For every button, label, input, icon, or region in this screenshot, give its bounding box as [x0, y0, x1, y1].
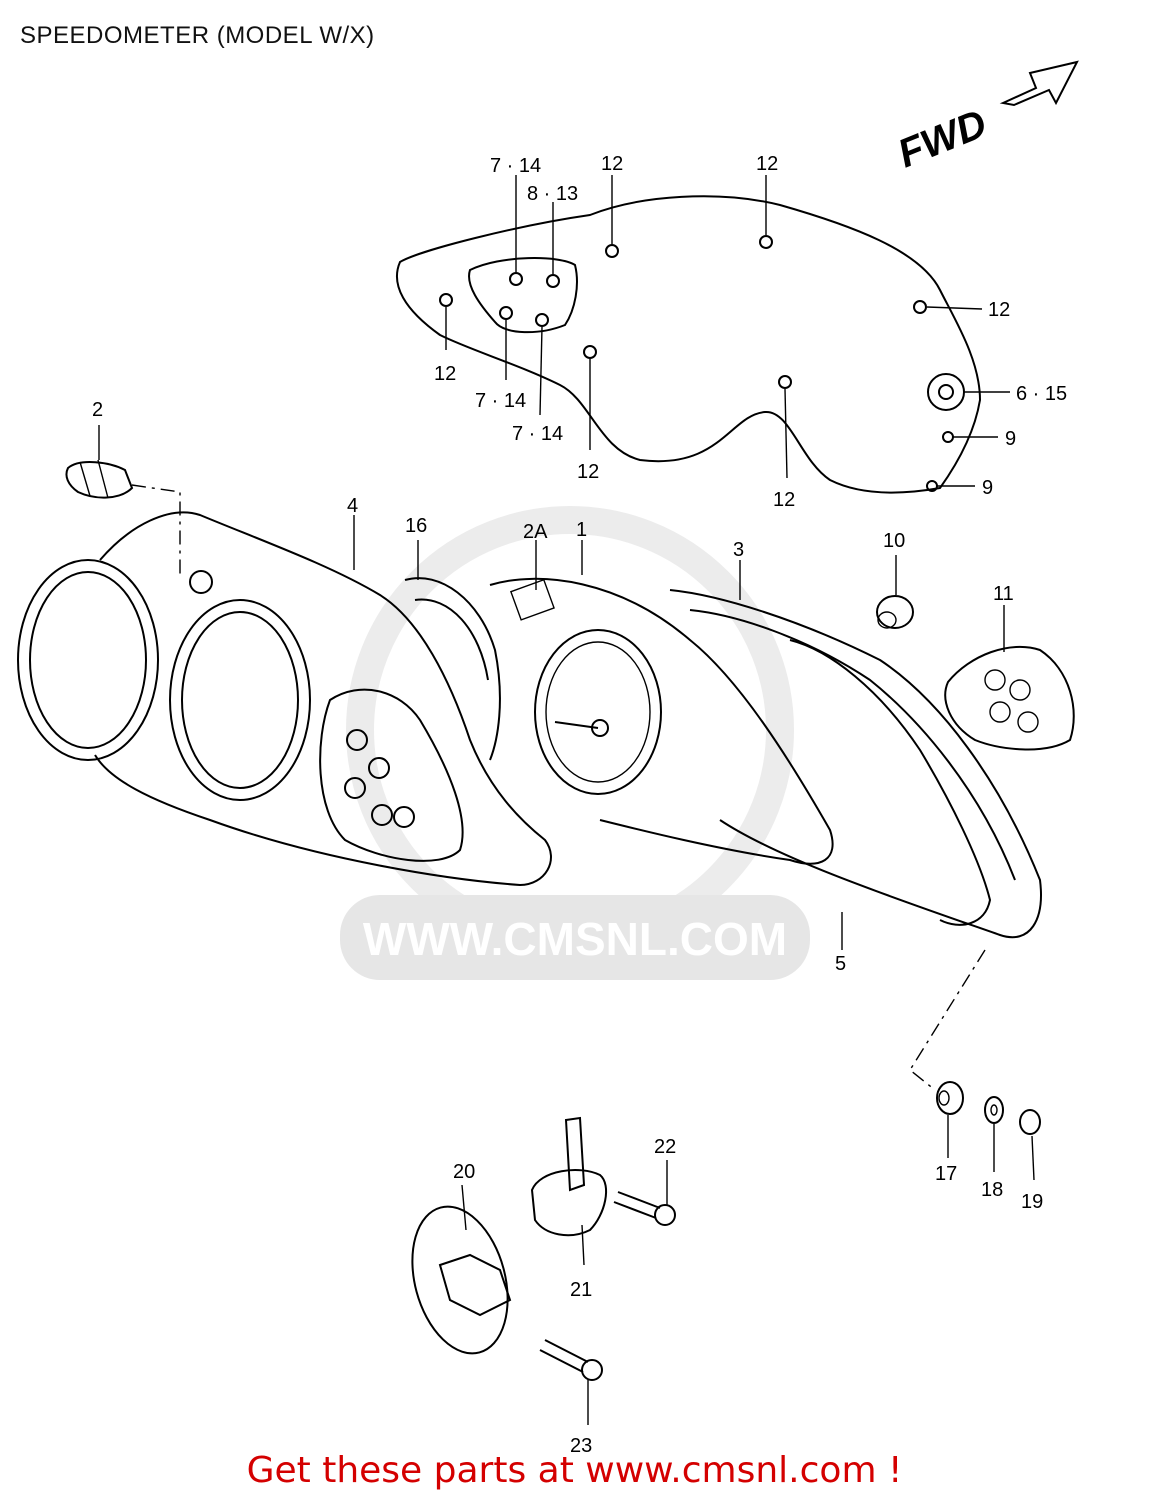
callout-19: 19: [1021, 1191, 1043, 1213]
part-10-grommet: [876, 555, 914, 629]
callout-2A: 2A: [523, 521, 548, 543]
callout-9-b: 9: [982, 477, 993, 499]
callout-10: 10: [883, 530, 905, 552]
callout-11: 11: [993, 583, 1014, 605]
part-4-housing: [17, 511, 552, 887]
promo-link-text[interactable]: Get these parts at www.cmsnl.com !: [246, 1450, 903, 1491]
callout-4: 4: [347, 495, 358, 517]
fwd-arrow-icon: [999, 60, 1079, 107]
callout-20: 20: [453, 1161, 475, 1183]
fwd-direction-indicator: FWD: [892, 60, 1079, 176]
rear-cover-plate: [395, 175, 1010, 494]
page-title: SPEEDOMETER (MODEL W/X): [20, 22, 375, 49]
part-1-speedometer: [489, 540, 834, 865]
callout-7-14-low: 7 · 14: [512, 423, 563, 445]
watermark-text: WWW.CMSNL.COM: [363, 913, 787, 965]
callout-22: 22: [654, 1136, 676, 1158]
callout-5: 5: [835, 953, 846, 975]
part-2-bulb: [65, 425, 181, 575]
callout-12-c: 12: [988, 299, 1010, 321]
callout-labels: 7 · 14 8 · 13 12 12 12 12 7 · 14 7 · 14 …: [92, 153, 1067, 1457]
part-16-gauge-ring: [404, 540, 501, 761]
callout-6-15: 6 · 15: [1016, 383, 1067, 405]
parts-20-23-mount-assembly: [411, 1116, 676, 1425]
callout-3: 3: [733, 539, 744, 561]
part-11-indicator-cover: [944, 605, 1075, 751]
callout-16: 16: [405, 515, 427, 537]
callout-7-14-top: 7 · 14: [490, 155, 541, 177]
fwd-label: FWD: [892, 101, 993, 176]
part-3-part-5-gaskets: [669, 560, 1042, 1091]
callout-23: 23: [570, 1435, 592, 1457]
callout-18: 18: [981, 1179, 1003, 1201]
callout-12-b: 12: [756, 153, 778, 175]
callout-8-13: 8 · 13: [527, 183, 578, 205]
callout-7-14-mid: 7 · 14: [475, 390, 526, 412]
callout-12-a: 12: [601, 153, 623, 175]
callout-12-f: 12: [773, 489, 795, 511]
callout-9-a: 9: [1005, 428, 1016, 450]
callout-12-d: 12: [434, 363, 456, 385]
callout-12-e: 12: [577, 461, 599, 483]
callout-17: 17: [935, 1163, 957, 1185]
callout-2: 2: [92, 399, 103, 421]
parts-17-18-19-fasteners: [936, 1081, 1041, 1181]
callout-1: 1: [576, 519, 587, 541]
callout-21: 21: [570, 1279, 592, 1301]
